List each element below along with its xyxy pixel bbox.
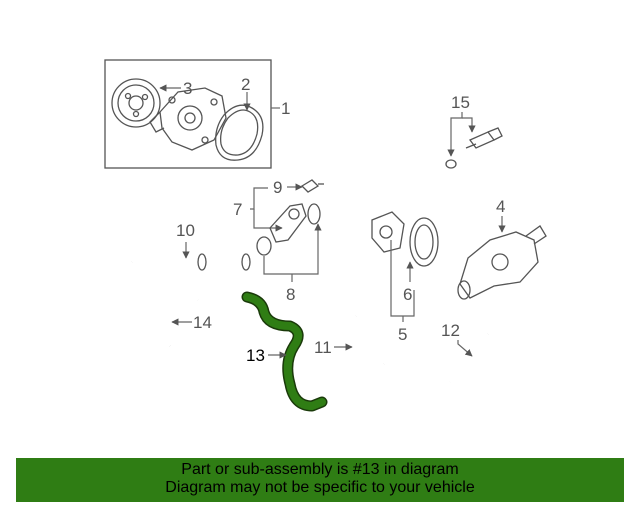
callout-1: 1 [281,99,290,118]
callout-11: 11 [314,338,332,357]
callout-9: 9 [273,178,282,197]
callout-15: 15 [451,93,470,112]
callout-3: 3 [183,79,192,98]
water-pump-assembly-box: 3 2 [104,59,272,169]
hose-12-part [449,333,492,386]
water-outlet-part [457,225,547,300]
callout-4: 4 [496,197,505,216]
callout-8: 8 [286,285,295,304]
hose-14-part [159,295,199,349]
callout-5: 5 [398,325,407,344]
thermostat-housing-part [256,203,321,256]
thermostat-part [371,211,405,253]
hose-11-part [349,314,386,370]
callout-6: 6 [403,285,412,304]
water-pump-part [149,87,227,151]
upper-hose-part [131,252,251,271]
callout-12: 12 [441,321,460,340]
bolt-part [300,179,324,193]
parts-diagram: 3 2 1 15 9 7 8 10 [104,59,547,412]
callout-10: 10 [176,221,195,240]
pulley-part [111,78,161,128]
gasket-part [215,104,264,161]
hose-13-highlighted-part [241,291,328,412]
callout-13: 13 [246,346,265,365]
callout-2: 2 [241,75,250,94]
highlight-banner: Part or sub-assembly is #13 in diagram D… [16,458,624,502]
callout-14: 14 [193,313,212,332]
thermostat-cover-part [409,217,439,267]
temperature-sensor-part [445,127,503,169]
callout-7: 7 [233,200,242,219]
banner-line-1: Part or sub-assembly is #13 in diagram [181,461,459,478]
banner-line-2: Diagram may not be specific to your vehi… [165,479,475,496]
